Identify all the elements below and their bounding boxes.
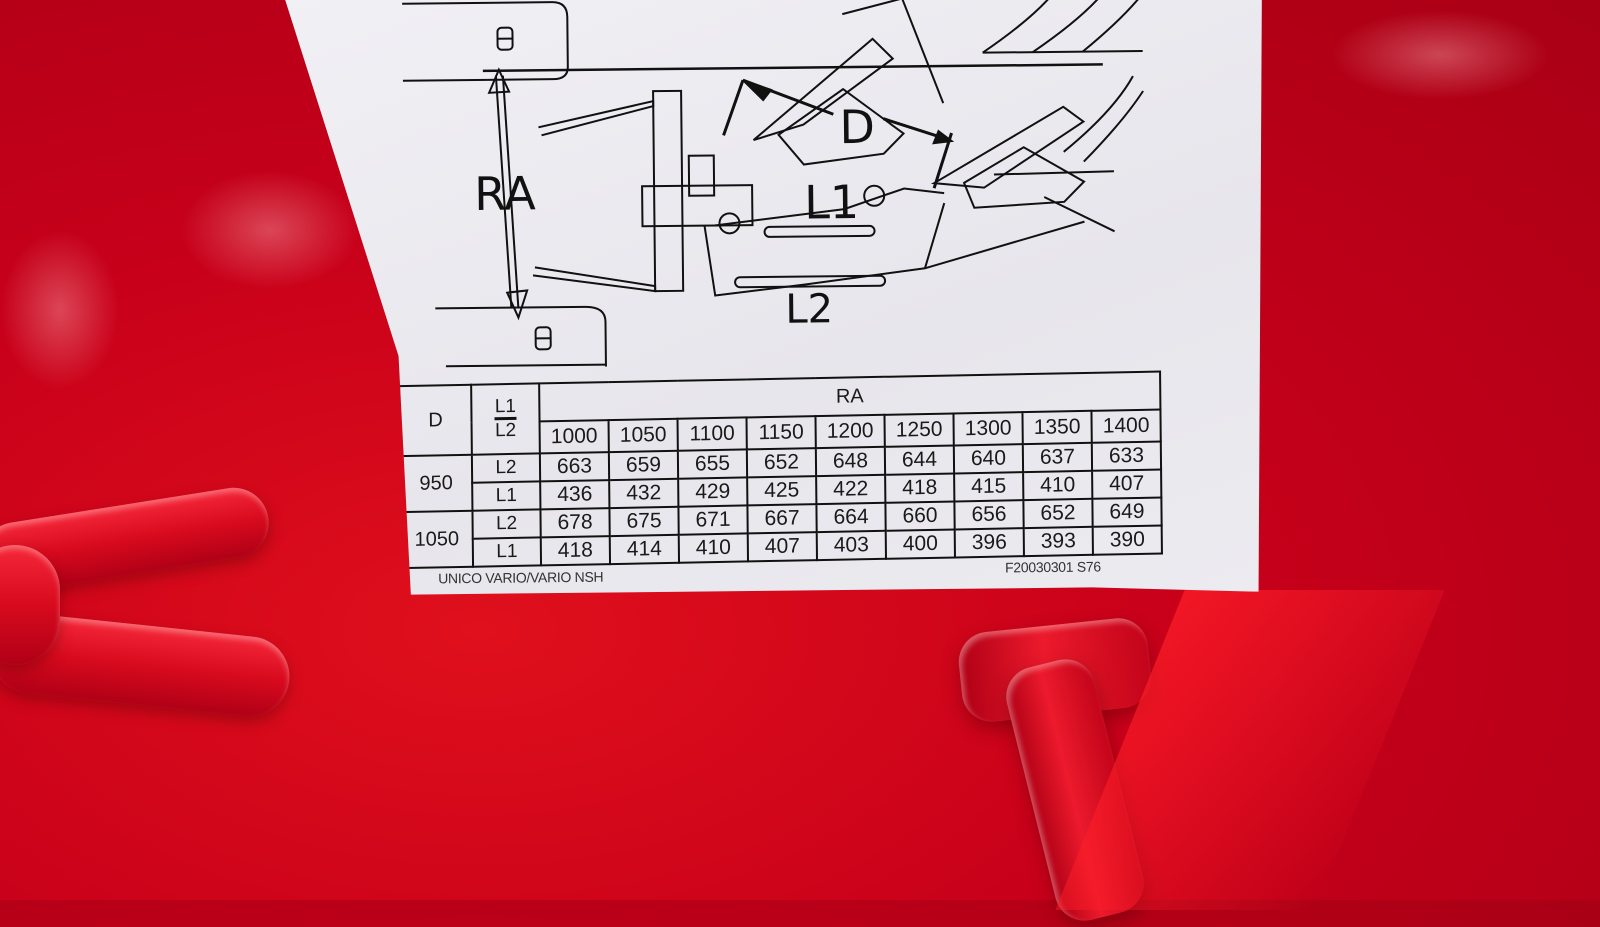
header-l1-l2: L1 L2	[471, 383, 540, 454]
spec-table: D L1 L2 RA 1000 1050 1100 1150 1200 1250…	[398, 370, 1163, 569]
cell: 648	[816, 447, 885, 476]
row-label: L2	[472, 509, 540, 538]
part-code: F20030301 S76	[1005, 558, 1101, 575]
cell: 393	[1024, 527, 1093, 556]
cell: 663	[540, 452, 609, 481]
header-l2: L2	[495, 420, 516, 441]
spec-label: RA D L1 L2 D L1 L2 RA 1000 1050 1100 115…	[282, 0, 1268, 602]
cell: 671	[678, 505, 747, 534]
cell: 415	[954, 472, 1023, 501]
cell: 396	[955, 528, 1024, 557]
cell: 407	[1092, 470, 1161, 499]
cell: 390	[1093, 525, 1162, 554]
cell: 640	[954, 444, 1023, 473]
cell: 429	[678, 477, 747, 506]
ra-column: 1200	[815, 415, 884, 448]
cell: 655	[678, 449, 747, 478]
diagram-label-d: D	[839, 104, 875, 150]
header-l1: L1	[495, 397, 516, 420]
cell: 633	[1092, 442, 1161, 471]
cell: 678	[540, 508, 609, 537]
ra-column: 1100	[678, 417, 747, 450]
cell: 410	[1023, 471, 1092, 500]
cell: 418	[885, 473, 954, 502]
ra-column: 1250	[884, 413, 953, 446]
cell: 675	[609, 507, 678, 536]
model-text: UNICO VARIO/VARIO NSH	[438, 569, 603, 587]
ra-column: 1050	[609, 419, 678, 452]
diagram-label-l2: L2	[785, 289, 833, 329]
ra-column: 1350	[1022, 411, 1091, 444]
cell: 644	[885, 445, 954, 474]
cell: 407	[748, 532, 817, 561]
header-d: D	[399, 385, 472, 456]
row-label: L1	[472, 481, 540, 510]
cell: 659	[609, 451, 678, 480]
paint-reflection	[0, 230, 120, 390]
ra-column: 1000	[540, 420, 609, 453]
cell: 652	[747, 448, 816, 477]
cell: 436	[540, 480, 609, 509]
cell: 637	[1023, 443, 1092, 472]
cell: 422	[816, 475, 885, 504]
ra-column: 1400	[1091, 410, 1160, 443]
cell: 664	[816, 503, 885, 532]
diagram-label-ra: RA	[474, 170, 536, 217]
cell: 403	[817, 531, 886, 560]
paint-reflection	[180, 170, 360, 290]
cell: 425	[747, 476, 816, 505]
cell: 649	[1092, 497, 1161, 526]
ra-column: 1300	[953, 412, 1022, 445]
cell: 400	[886, 529, 955, 558]
paint-reflection	[1330, 10, 1550, 100]
d-value: 950	[400, 455, 473, 512]
row-label: L1	[473, 537, 541, 566]
diagram-label-l1: L1	[804, 179, 859, 226]
cell: 414	[610, 535, 679, 564]
cell: 667	[747, 504, 816, 533]
ra-column: 1150	[747, 416, 816, 449]
cell: 410	[679, 533, 748, 562]
cell: 652	[1023, 499, 1092, 528]
cell: 656	[954, 500, 1023, 529]
linkage-diagram	[282, 0, 1266, 370]
cell: 418	[541, 536, 610, 565]
row-label: L2	[472, 453, 540, 482]
cell: 660	[885, 501, 954, 530]
weld-joint	[0, 545, 60, 665]
cell: 432	[609, 479, 678, 508]
d-value: 1050	[400, 511, 473, 568]
